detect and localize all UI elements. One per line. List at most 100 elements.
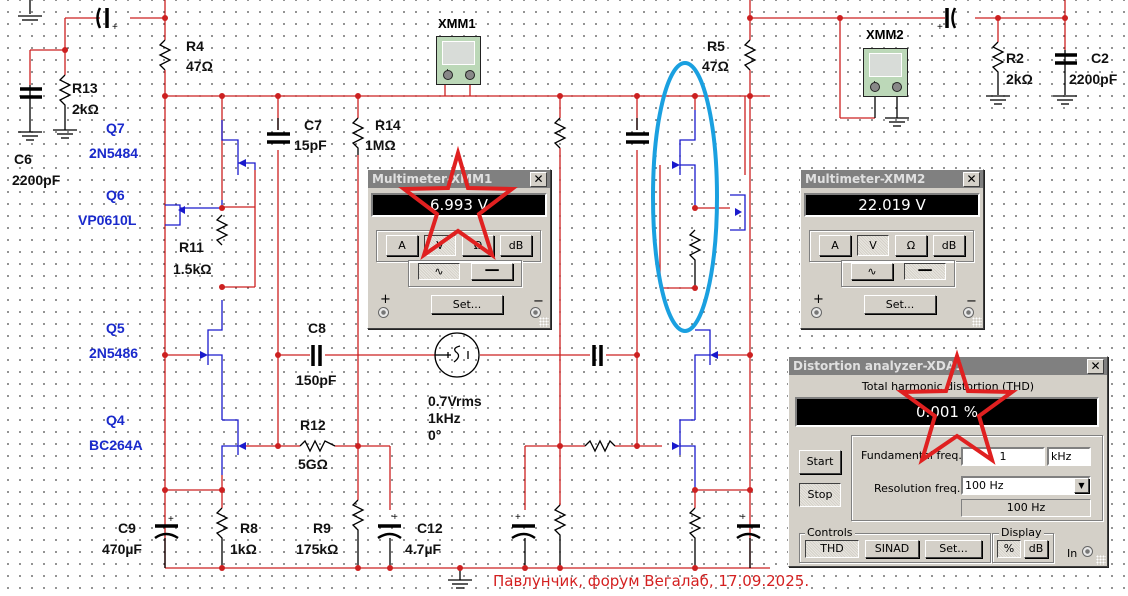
label-q5-ref: Q5 bbox=[106, 320, 125, 336]
resolution-freq-select[interactable]: 100 Hz ▼ bbox=[961, 476, 1091, 495]
display-group-label: Display bbox=[999, 526, 1044, 539]
amp-button[interactable]: A bbox=[819, 235, 851, 256]
label-c12-value: 4.7µF bbox=[405, 541, 442, 557]
dc-mode-button[interactable]: ━━ bbox=[904, 263, 946, 280]
multimeter-reading: 22.019 V bbox=[804, 193, 980, 217]
resolution-freq-label: Resolution freq. bbox=[874, 482, 961, 495]
window-title: Distortion analyzer-XDA1 bbox=[793, 359, 964, 373]
multimeter-xmm1-titlebar[interactable]: Multimeter-XMM1 ✕ bbox=[368, 170, 550, 188]
thd-reading: 0.001 % bbox=[795, 397, 1099, 427]
controls-group-label: Controls bbox=[805, 526, 855, 539]
label-r14-ref: R14 bbox=[375, 117, 401, 133]
label-r4-value: 47Ω bbox=[186, 58, 213, 74]
label-q5-model: 2N5486 bbox=[89, 345, 139, 361]
label-c12-ref: C12 bbox=[417, 520, 443, 536]
ohm-button[interactable]: Ω bbox=[895, 235, 927, 256]
author-credit: Павлунчик, форум Вегалаб, 17.09.2025. bbox=[493, 572, 810, 590]
label-r12-value: 5GΩ bbox=[298, 456, 328, 472]
label-source-amplitude: 0.7Vrms bbox=[428, 393, 482, 409]
start-button[interactable]: Start bbox=[799, 450, 841, 474]
label-c8-ref: C8 bbox=[308, 320, 326, 336]
set-button[interactable]: Set... bbox=[925, 540, 982, 558]
set-button[interactable]: Set... bbox=[864, 295, 936, 314]
db-button[interactable]: dB bbox=[1024, 540, 1048, 558]
db-button[interactable]: dB bbox=[500, 235, 532, 256]
label-q7-ref: Q7 bbox=[106, 120, 125, 136]
controls-group bbox=[799, 533, 991, 563]
dc-mode-button[interactable]: ━━ bbox=[471, 263, 513, 280]
close-button[interactable]: ✕ bbox=[530, 172, 547, 187]
amp-button[interactable]: A bbox=[386, 235, 418, 256]
plus-sign: + bbox=[380, 292, 391, 307]
db-button[interactable]: dB bbox=[933, 235, 965, 256]
multimeter-xmm1-window[interactable]: Multimeter-XMM1 ✕ 6.993 V A V Ω dB ∿ ━━ … bbox=[367, 169, 551, 329]
meter-needle-icon bbox=[869, 53, 902, 77]
xmm2-label: XMM2 bbox=[866, 27, 904, 42]
label-r13-value: 2kΩ bbox=[72, 101, 99, 117]
set-button[interactable]: Set... bbox=[431, 295, 503, 314]
label-source-phase: 0° bbox=[428, 427, 442, 443]
svg-text:+: + bbox=[937, 22, 943, 33]
volt-button[interactable]: V bbox=[857, 235, 889, 256]
label-r5-value: 47Ω bbox=[702, 58, 729, 74]
thd-button[interactable]: THD bbox=[805, 540, 859, 558]
fundamental-freq-unit[interactable]: kHz bbox=[1047, 447, 1091, 466]
label-c2-ref: C2 bbox=[1091, 50, 1109, 66]
resize-grip[interactable] bbox=[972, 317, 982, 327]
window-title: Multimeter-XMM2 bbox=[805, 172, 926, 186]
xmm1-plus-terminal[interactable] bbox=[443, 70, 453, 80]
distortion-analyzer-window[interactable]: Distortion analyzer-XDA1 ✕ Total harmoni… bbox=[788, 356, 1108, 567]
multimeter-xmm2-window[interactable]: Multimeter-XMM2 ✕ 22.019 V A V Ω dB ∿ ━━… bbox=[800, 169, 984, 329]
xmm2-symbol[interactable]: + − bbox=[863, 48, 908, 97]
input-terminal[interactable] bbox=[1082, 546, 1093, 557]
multimeter-xmm2-titlebar[interactable]: Multimeter-XMM2 ✕ bbox=[801, 170, 983, 188]
mode-group bbox=[408, 260, 522, 287]
svg-text:+: + bbox=[112, 22, 118, 33]
volt-button[interactable]: V bbox=[424, 235, 456, 256]
label-c2-value: 2200pF bbox=[1069, 71, 1118, 87]
resolution-freq-value: 100 Hz bbox=[965, 479, 1004, 492]
label-c9-value: 470µF bbox=[102, 541, 142, 557]
minus-terminal[interactable] bbox=[530, 307, 541, 318]
minus-terminal[interactable] bbox=[963, 307, 974, 318]
distortion-analyzer-titlebar[interactable]: Distortion analyzer-XDA1 ✕ bbox=[789, 357, 1107, 375]
resize-grip[interactable] bbox=[1096, 555, 1106, 565]
label-r2-ref: R2 bbox=[1006, 50, 1024, 66]
close-button[interactable]: ✕ bbox=[963, 172, 980, 187]
label-q7-model: 2N5484 bbox=[89, 145, 139, 161]
label-source-frequency: 1kHz bbox=[428, 410, 461, 426]
label-r5-ref: R5 bbox=[707, 38, 725, 54]
xmm1-minus-terminal[interactable] bbox=[465, 70, 475, 80]
xmm2-plus-terminal[interactable] bbox=[870, 82, 880, 92]
minus-sign: − bbox=[966, 294, 977, 309]
ac-mode-button[interactable]: ∿ bbox=[418, 263, 460, 280]
plus-sign: + bbox=[813, 292, 824, 307]
dc-line-icon: ━━ bbox=[918, 264, 932, 277]
xmm1-symbol[interactable]: + − bbox=[436, 36, 481, 85]
fundamental-freq-input[interactable]: 1 bbox=[961, 447, 1045, 466]
label-r4-ref: R4 bbox=[186, 38, 204, 54]
resize-grip[interactable] bbox=[539, 317, 549, 327]
ohm-button[interactable]: Ω bbox=[462, 235, 494, 256]
unit-group bbox=[809, 230, 974, 262]
thd-heading: Total harmonic distortion (THD) bbox=[861, 380, 1035, 393]
stop-button[interactable]: Stop bbox=[799, 483, 841, 507]
chevron-down-icon[interactable]: ▼ bbox=[1074, 478, 1089, 493]
resolution-freq-readout: 100 Hz bbox=[961, 499, 1091, 517]
xmm1-label: XMM1 bbox=[438, 16, 476, 31]
close-button[interactable]: ✕ bbox=[1087, 359, 1104, 374]
sinad-button[interactable]: SINAD bbox=[865, 540, 919, 558]
label-r8-ref: R8 bbox=[240, 520, 258, 536]
plus-terminal[interactable] bbox=[811, 307, 822, 318]
label-r14-value: 1MΩ bbox=[365, 137, 396, 153]
plus-terminal[interactable] bbox=[378, 307, 389, 318]
percent-button[interactable]: % bbox=[997, 540, 1021, 558]
mode-group bbox=[841, 260, 955, 287]
label-r2-value: 2kΩ bbox=[1006, 71, 1033, 87]
label-q6-ref: Q6 bbox=[106, 187, 125, 203]
input-label: In bbox=[1067, 547, 1078, 560]
xmm2-minus-terminal[interactable] bbox=[892, 82, 902, 92]
ac-mode-button[interactable]: ∿ bbox=[851, 263, 893, 280]
label-c6-ref: C6 bbox=[14, 151, 32, 167]
